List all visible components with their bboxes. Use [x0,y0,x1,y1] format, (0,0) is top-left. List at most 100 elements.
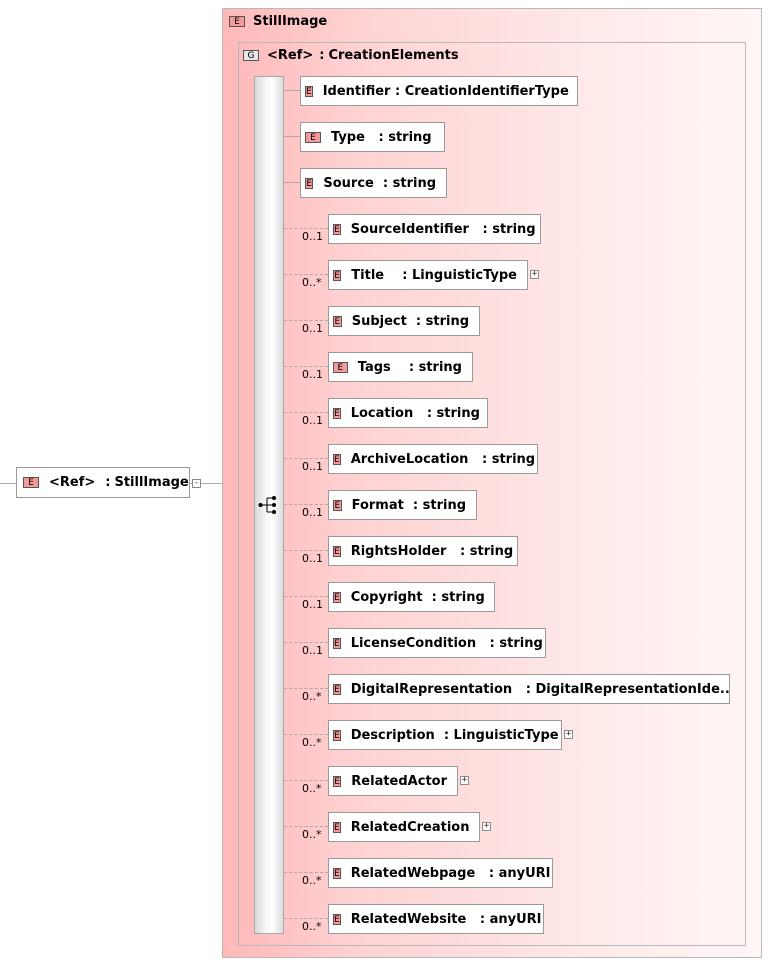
element-badge-icon: E [333,545,341,557]
element-connector [284,872,328,873]
element-badge-icon: E [333,361,348,373]
element-type: : anyURI [475,865,551,881]
root-left-connector [0,483,16,484]
element-node-rightsholder[interactable]: E RightsHolder : string [328,536,518,566]
element-connector [284,688,328,689]
element-name: Location [350,405,414,421]
creation-elements-group [238,42,746,946]
expand-icon[interactable]: + [460,775,469,785]
element-type: : CreationIdentifierType [390,83,569,99]
element-badge-icon: E [333,315,342,327]
element-name: Type [331,129,365,145]
occurrence-label: 0..* [302,276,322,289]
element-name: DigitalRepresentation [350,681,513,697]
element-type: : LinguisticType [384,267,517,283]
element-name: ArchiveLocation [350,451,469,467]
element-name: Source [323,175,374,191]
element-type: : string [468,451,536,467]
element-node-relatedactor[interactable]: E RelatedActor [328,766,458,796]
element-connector [284,458,328,459]
card-title-text: StillImage [253,14,328,29]
element-badge-icon: E [333,821,341,833]
element-node-identifier[interactable]: E Identifier : CreationIdentifierType [300,76,578,106]
element-connector [284,136,300,137]
expand-icon[interactable]: + [530,269,539,279]
expand-icon[interactable]: + [482,821,491,831]
root-collapse-icon[interactable]: - [192,478,201,488]
element-connector [284,504,328,505]
element-name: Title [351,267,385,283]
element-badge-icon: E [333,683,341,695]
element-name: RelatedActor [351,773,447,789]
element-type: : string [413,405,480,421]
element-type: : LinguisticType [434,727,559,743]
element-name: RelatedWebpage [350,865,476,881]
root-ref-label: <Ref> [49,475,96,490]
element-badge-icon: E [305,85,313,97]
element-badge-icon: E [229,16,245,27]
element-badge-icon: E [333,591,341,603]
element-node-source[interactable]: E Source : string [300,168,447,198]
element-type: : DigitalRepresentationIde... [512,681,730,697]
element-type: : string [373,175,436,191]
element-type: : string [476,635,543,651]
occurrence-label: 0..1 [302,598,323,611]
element-node-digitalrepresentation[interactable]: E DigitalRepresentation : DigitalRepresen… [328,674,730,704]
element-type: : string [468,221,536,237]
element-type: : string [446,543,514,559]
element-badge-icon: E [305,131,321,143]
element-badge-icon: E [333,407,341,419]
element-badge-icon: E [333,223,341,235]
element-badge-icon: E [305,177,314,189]
element-name: Identifier [322,83,391,99]
element-badge-icon: E [23,477,39,488]
element-connector [284,182,300,183]
element-badge-icon: E [333,637,341,649]
element-connector [284,734,328,735]
element-name: RightsHolder [350,543,447,559]
element-connector [284,642,328,643]
element-node-sourceidentifier[interactable]: E SourceIdentifier : string [328,214,541,244]
element-connector [284,366,328,367]
element-badge-icon: E [333,775,342,787]
occurrence-label: 0..1 [302,506,323,519]
stillimage-element-card [222,8,762,958]
occurrence-label: 0..1 [302,368,323,381]
element-connector [284,780,328,781]
card-title: E StillImage [229,14,327,29]
element-name: Tags [357,359,391,375]
expand-icon[interactable]: + [564,729,573,739]
group-name: CreationElements [328,48,459,63]
occurrence-label: 0..* [302,920,322,933]
element-name: SourceIdentifier [350,221,469,237]
element-node-location[interactable]: E Location : string [328,398,488,428]
root-element-stillimage[interactable]: E <Ref> : StillImage [16,467,190,498]
element-name: RelatedCreation [350,819,470,835]
occurrence-label: 0..1 [302,644,323,657]
element-connector [284,918,328,919]
element-connector [284,550,328,551]
element-node-relatedwebpage[interactable]: E RelatedWebpage : anyURI [328,858,553,888]
element-badge-icon: E [333,729,341,741]
group-title: G <Ref> : CreationElements [243,48,459,63]
element-type: : string [406,313,469,329]
element-node-relatedcreation[interactable]: E RelatedCreation [328,812,480,842]
element-connector [284,228,328,229]
element-connector [284,90,300,91]
element-badge-icon: E [333,867,341,879]
occurrence-label: 0..* [302,782,322,795]
element-name: RelatedWebsite [350,911,467,927]
element-type: : anyURI [466,911,542,927]
occurrence-label: 0..1 [302,230,323,243]
element-connector [284,596,328,597]
